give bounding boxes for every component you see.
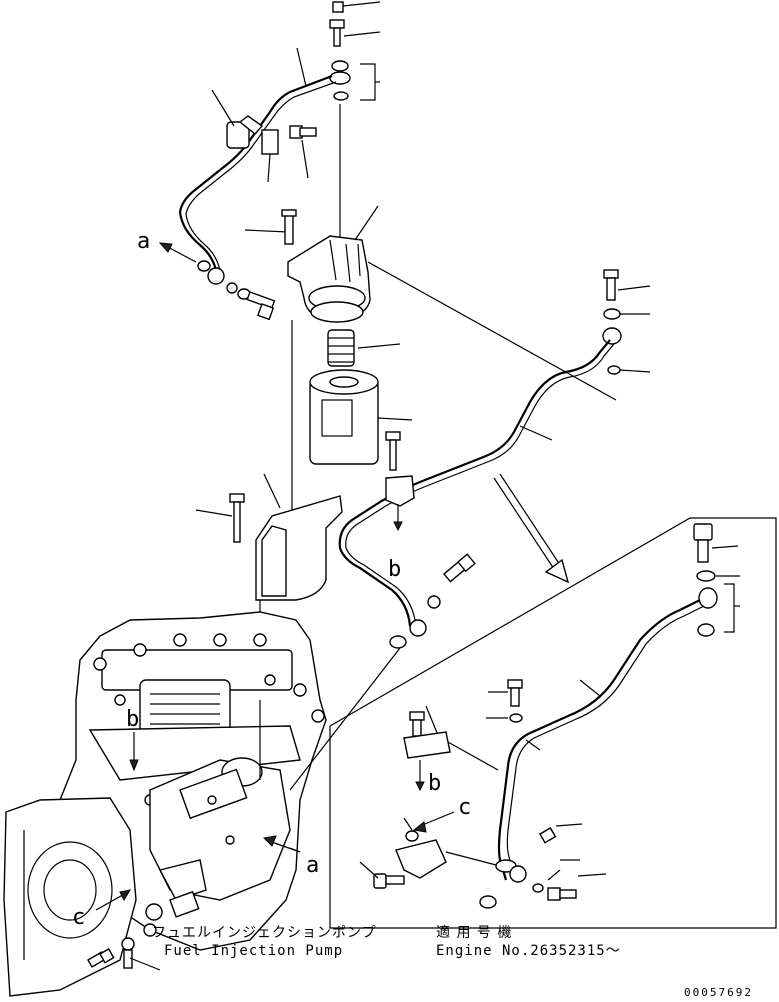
upper-fuel-pipe xyxy=(178,47,337,321)
serial-caption-en: Engine No.26352315～ xyxy=(436,943,621,959)
label-a-upper: a xyxy=(137,229,150,254)
pump-caption-en: Fuel Injection Pump xyxy=(164,943,343,959)
arrow-a-upper: a xyxy=(137,229,197,263)
drawing-code: 00057692 xyxy=(684,986,753,999)
label-c-inset: c xyxy=(458,795,471,820)
right-bolt-stack xyxy=(602,269,651,375)
injection-pump xyxy=(143,757,291,937)
filter-head xyxy=(244,104,379,323)
fuel-filter xyxy=(309,369,413,465)
mounting-bracket xyxy=(195,473,343,700)
serial-caption-jp: 適 用 号 機 xyxy=(436,924,512,941)
nipple xyxy=(327,329,401,367)
detail-inset: b c xyxy=(329,517,777,929)
flywheel-housing xyxy=(3,797,137,997)
pump-caption-jp: フュエルインジェクションポンプ xyxy=(152,925,377,941)
engine-callouts: b a c xyxy=(72,647,401,930)
detail-arrow xyxy=(493,473,570,584)
label-c-left: c xyxy=(72,905,85,930)
label-a-lower: a xyxy=(306,853,319,878)
label-b-mid: b xyxy=(388,557,401,582)
label-b-left: b xyxy=(126,707,139,732)
return-pipe xyxy=(338,339,615,649)
label-b-inset: b xyxy=(428,771,441,796)
top-bolt-stack xyxy=(329,1,381,101)
pipe-clip: b xyxy=(385,431,415,582)
bottom-fasteners xyxy=(87,937,161,971)
